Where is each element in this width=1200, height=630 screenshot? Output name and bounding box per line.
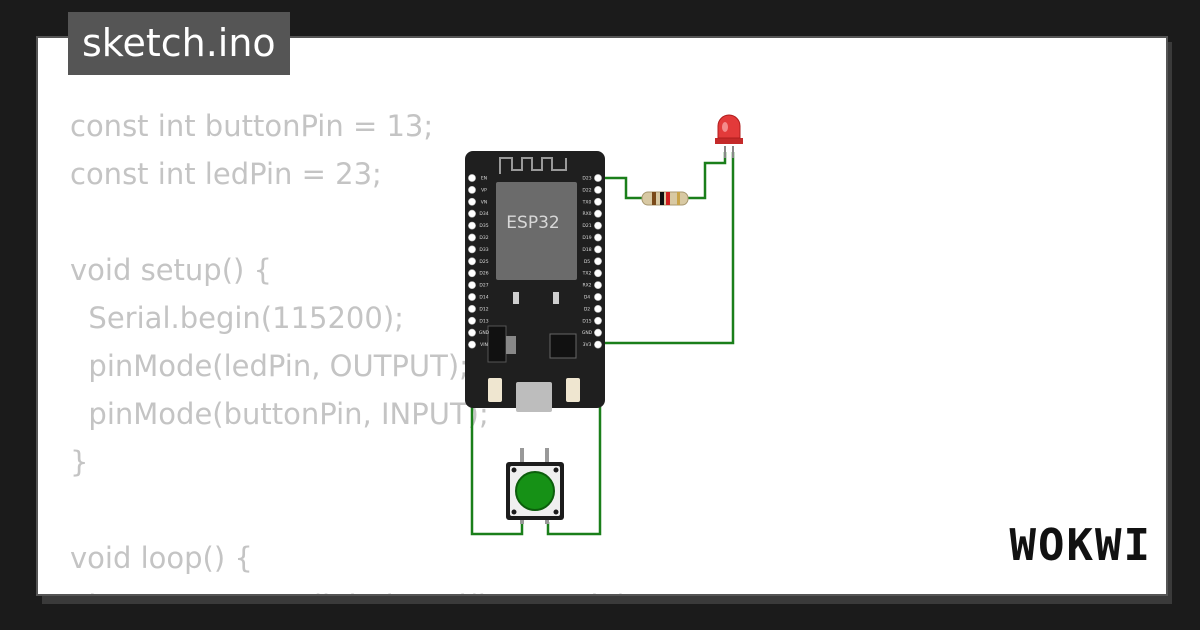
right-pin-3v3[interactable]: [594, 340, 602, 349]
left-pin-d26[interactable]: [468, 269, 476, 278]
left-pin-d34[interactable]: [468, 209, 476, 218]
right-pin-rx2[interactable]: [594, 281, 602, 289]
right-pin-d15[interactable]: [594, 316, 602, 325]
pin-label: D26: [479, 271, 488, 277]
left-pin-vin[interactable]: [468, 340, 476, 349]
pin-label: D18: [582, 247, 591, 253]
pin-label: VIN: [480, 342, 488, 348]
chip-label: ESP32: [506, 213, 559, 233]
right-pin-d4[interactable]: [594, 293, 602, 301]
left-pin-d25[interactable]: [468, 257, 476, 266]
wire-led-cathode-gnd: [598, 152, 735, 345]
right-pin-d23[interactable]: [594, 174, 602, 182]
led-red[interactable]: [715, 114, 743, 158]
left-pin-d33[interactable]: [468, 245, 476, 254]
left-pin-d13[interactable]: [468, 316, 476, 325]
pin-label: D5: [584, 259, 590, 265]
code-line: buttonState = digitalRead(buttonPin);: [70, 582, 638, 594]
pin-label: D4: [584, 295, 590, 301]
resistor[interactable]: [641, 191, 689, 206]
pin-label: D21: [582, 223, 591, 229]
pushbutton[interactable]: [506, 448, 564, 524]
file-tab[interactable]: sketch.ino: [68, 12, 290, 75]
esp32-board[interactable]: ESP32 ENVPVND34D35D32D33D25D26D27D14D12D…: [465, 151, 605, 412]
right-pin-d18[interactable]: [594, 245, 602, 254]
esp32-module: [496, 182, 577, 280]
code-line: }: [70, 445, 89, 479]
left-pin-d32[interactable]: [468, 233, 476, 242]
pin-label: D34: [479, 211, 488, 217]
pin-label: VP: [481, 187, 487, 193]
right-pin-rx0[interactable]: [594, 209, 602, 218]
pin-label: D13: [479, 318, 488, 324]
right-pin-tx2[interactable]: [594, 269, 602, 278]
usb-connector: [516, 382, 552, 412]
right-pin-d22[interactable]: [594, 185, 602, 194]
wire-d23-resistor: [598, 176, 642, 200]
left-pin-vp[interactable]: [468, 185, 476, 194]
pin-label: D33: [479, 247, 488, 253]
left-pin-d35[interactable]: [468, 221, 476, 230]
boot-button[interactable]: [566, 378, 580, 402]
right-pin-gnd[interactable]: [594, 328, 602, 337]
right-pin-d19[interactable]: [594, 233, 602, 242]
code-line: Serial.begin(115200);: [70, 301, 404, 335]
pin-label: RX0: [582, 211, 591, 217]
left-pin-vn[interactable]: [468, 197, 476, 206]
left-pin-header: [468, 174, 476, 349]
pin-label: D32: [479, 235, 488, 241]
en-button[interactable]: [488, 378, 502, 402]
pin-label: D23: [582, 176, 591, 182]
left-pin-gnd[interactable]: [468, 328, 476, 337]
pin-label: D14: [479, 295, 488, 301]
wire-resistor-led-anode: [688, 152, 727, 200]
right-pin-d2[interactable]: [594, 304, 602, 313]
right-pin-d5[interactable]: [594, 257, 602, 266]
pin-label: EN: [481, 176, 487, 182]
pin-label: D25: [479, 259, 488, 265]
wires: [470, 152, 735, 536]
right-pin-header: [594, 174, 602, 349]
pin-label: GND: [479, 330, 490, 336]
code-line: pinMode(ledPin, OUTPUT);: [70, 349, 469, 383]
pin-label: D15: [582, 318, 591, 324]
pin-label: VN: [481, 199, 487, 205]
pin-label: D19: [582, 235, 591, 241]
pin-label: 3V3: [583, 342, 592, 348]
left-pin-d12[interactable]: [468, 304, 476, 313]
left-pin-d27[interactable]: [468, 281, 476, 289]
pin-label: GND: [582, 330, 593, 336]
wokwi-logo: WOKWI: [1009, 520, 1152, 571]
pin-label: TX0: [582, 199, 592, 205]
right-pin-d21[interactable]: [594, 221, 602, 230]
pin-label: D27: [479, 283, 488, 289]
pin-label: TX2: [582, 271, 592, 277]
code-line: const int buttonPin = 13;: [70, 109, 434, 143]
pin-label: D12: [479, 306, 488, 312]
left-pin-en[interactable]: [468, 174, 476, 182]
left-pin-d14[interactable]: [468, 293, 476, 301]
code-line: void setup() {: [70, 253, 272, 287]
wire-d13-button: [470, 332, 524, 536]
code-line: const int ledPin = 23;: [70, 157, 382, 191]
pin-label: D22: [582, 187, 591, 193]
pin-label: RX2: [582, 283, 591, 289]
code-editor: const int buttonPin = 13; const int ledPi…: [70, 102, 638, 594]
pin-label: D2: [584, 306, 590, 312]
code-line: void loop() {: [70, 541, 253, 575]
right-pin-tx0[interactable]: [594, 197, 602, 206]
pin-label: D35: [479, 223, 488, 229]
button-cap[interactable]: [515, 471, 555, 511]
